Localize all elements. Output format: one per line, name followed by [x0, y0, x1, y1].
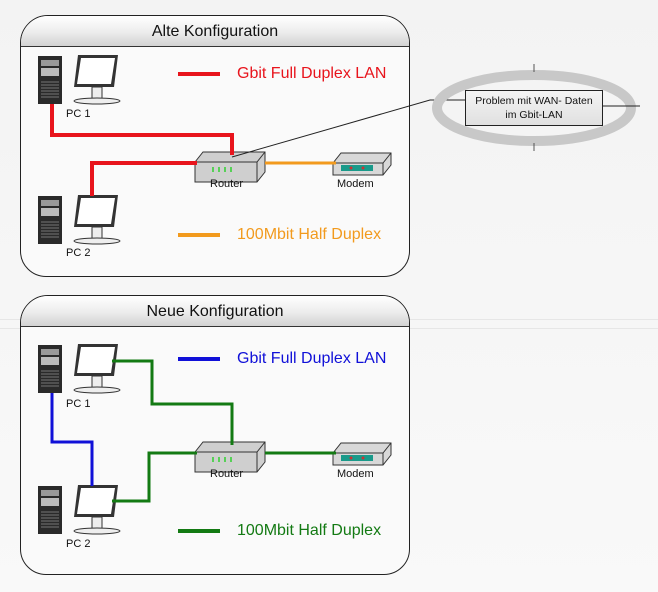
legend-label: 100Mbit Half Duplex	[237, 522, 382, 539]
pc1-tower-icon	[37, 344, 63, 394]
router-label: Router	[210, 178, 244, 190]
callout-line2: im Gbit-LAN	[505, 109, 563, 121]
gbit-link-pc1-router	[50, 104, 234, 155]
pc1-monitor-icon	[73, 343, 121, 394]
pc1-label: PC 1	[66, 398, 91, 410]
pc2-monitor-icon	[73, 484, 121, 535]
modem-icon	[332, 442, 392, 466]
router-label: Router	[210, 468, 244, 480]
pc1-monitor-icon	[73, 54, 121, 105]
legend-gbit: Gbit Full Duplex LAN	[237, 350, 386, 368]
legend-100mbit: 100Mbit Half Duplex	[237, 522, 381, 540]
pc1-label: PC 1	[66, 108, 91, 120]
100mbit-link-pc2-router	[112, 451, 197, 503]
gbit-link-pc2-router	[90, 161, 197, 196]
pc2-tower-icon	[37, 485, 63, 535]
legend-label: 100Mbit Half Duplex	[237, 226, 382, 243]
legend-label: Gbit Full Duplex LAN	[237, 350, 387, 367]
pc2-label: PC 2	[66, 538, 91, 550]
legend-gbit: Gbit Full Duplex LAN	[237, 65, 386, 83]
pc2-label: PC 2	[66, 247, 91, 259]
panel-title: Neue Konfiguration	[21, 296, 409, 327]
panel-title: Alte Konfiguration	[21, 16, 409, 47]
modem-label: Modem	[337, 178, 374, 190]
modem-icon	[332, 152, 392, 176]
legend-label: Gbit Full Duplex LAN	[237, 65, 387, 82]
callout-connector	[231, 99, 465, 158]
pc2-tower-icon	[37, 195, 63, 245]
modem-label: Modem	[337, 468, 374, 480]
gbit-link-pc1-pc2	[50, 393, 94, 486]
callout-line1: Problem mit WAN- Daten	[475, 95, 593, 107]
pc1-tower-icon	[37, 55, 63, 105]
callout-box: Problem mit WAN- Daten im Gbit-LAN	[465, 90, 603, 126]
pc2-monitor-icon	[73, 194, 121, 245]
callout-ellipse	[432, 70, 636, 146]
100mbit-link-pc1-router	[112, 359, 234, 445]
legend-100mbit: 100Mbit Half Duplex	[237, 226, 381, 244]
